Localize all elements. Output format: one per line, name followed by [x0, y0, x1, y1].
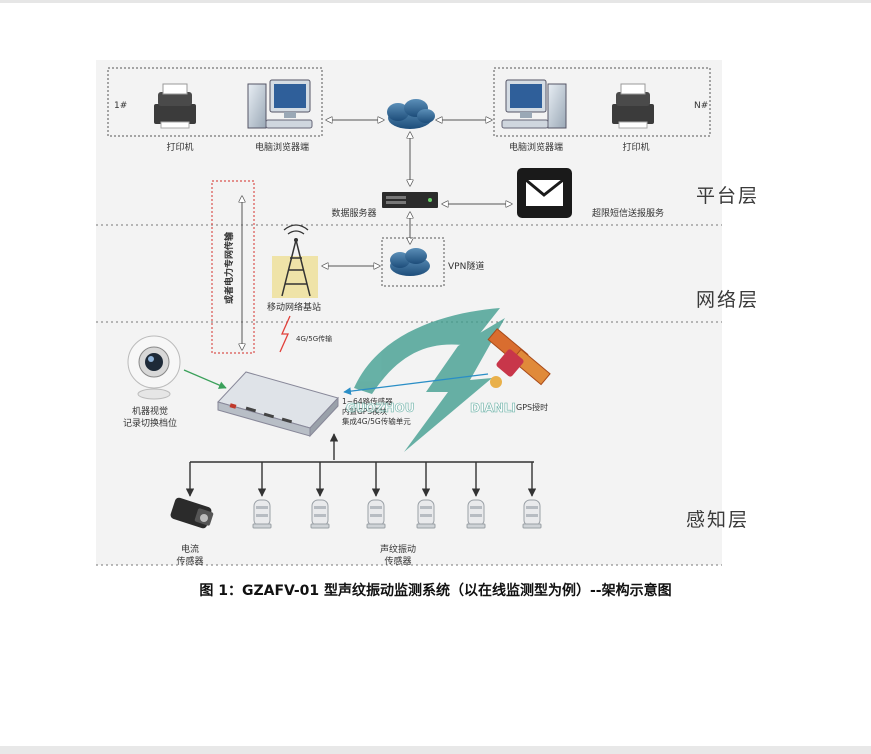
watermark-text-2: DIANLI — [470, 401, 516, 415]
acoustic-sensor-label-2: 传感器 — [384, 555, 411, 567]
current-sensor-icon — [170, 497, 214, 529]
node-left-label: 1# — [114, 101, 127, 111]
printer-left-label: 打印机 — [166, 141, 193, 153]
power-network-label: 或者电力专网传输 — [223, 231, 235, 304]
computer-icon-left — [247, 79, 313, 129]
layer-perception-label: 感知层 — [686, 509, 749, 531]
link-satellite-gateway — [343, 373, 489, 395]
machine-vision-label-2: 记录切换档位 — [123, 417, 177, 429]
node-right-label: N# — [694, 101, 708, 111]
acoustic-sensor-icon — [366, 499, 386, 529]
layer-network-label: 网络层 — [696, 289, 759, 311]
printer-icon-right — [612, 83, 654, 129]
printer-right-label: 打印机 — [622, 141, 649, 153]
acoustic-sensor-icon — [416, 499, 436, 529]
acoustic-sensor-icon — [252, 499, 272, 529]
power-network-box — [211, 180, 255, 354]
current-sensor-label-1: 电流 — [181, 543, 199, 555]
watermark-logo: GUOZHOU DIANLI — [346, 308, 516, 452]
computer-right-label: 电脑浏览器端 — [509, 141, 563, 153]
figure-caption: 图 1：GZAFV-01 型声纹振动监测系统（以在线监测型为例）--架构示意图 — [199, 583, 672, 599]
data-server-icon — [382, 192, 438, 208]
computer-left-label: 电脑浏览器端 — [255, 141, 309, 153]
base-station-label: 移动网络基站 — [267, 301, 321, 313]
gateway-label-1: 1~64路传感器 — [342, 396, 393, 406]
link-camera-gateway — [183, 369, 227, 389]
acoustic-sensor-icon — [310, 499, 330, 529]
printer-icon-left — [154, 83, 196, 129]
internet-cloud-icon — [387, 99, 435, 129]
vpn-label: VPN隧道 — [448, 260, 484, 272]
vpn-cloud-icon — [390, 248, 430, 276]
top-border — [0, 0, 871, 3]
acoustic-sensor-label-1: 声纹振动 — [380, 543, 416, 555]
transmission-bolt-icon — [279, 315, 291, 353]
client-group-right — [493, 67, 711, 137]
base-station-background — [272, 256, 318, 298]
vpn-box — [381, 237, 445, 287]
layer-platform-label: 平台层 — [696, 185, 759, 207]
gateway-label-3: 集成4G/5G传输单元 — [342, 416, 411, 426]
base-station-icon — [281, 224, 311, 297]
data-server-label: 数据服务器 — [331, 207, 376, 219]
satellite-icon — [487, 328, 551, 388]
acoustic-sensor-icon — [466, 499, 486, 529]
gps-timing-label: GPS授时 — [516, 402, 548, 412]
client-group-left — [107, 67, 323, 137]
acoustic-sensor-icon — [522, 499, 542, 529]
gateway-label-2: 内置GPS模块 — [342, 406, 388, 416]
bottom-border — [0, 746, 871, 754]
transmission-label: 4G/5G传输 — [296, 334, 332, 343]
sms-service-label: 超限短信送报服务 — [592, 207, 664, 219]
machine-vision-label-1: 机器视觉 — [132, 405, 168, 417]
watermark-text-1: GUOZHOU — [346, 401, 414, 415]
sensor-drops — [185, 462, 537, 497]
current-sensor-label-2: 传感器 — [176, 555, 203, 567]
computer-icon-right — [501, 79, 567, 129]
gateway-device-icon — [217, 371, 339, 438]
sms-envelope-icon — [517, 168, 572, 218]
sensor-row — [170, 497, 542, 529]
camera-icon — [127, 335, 181, 400]
